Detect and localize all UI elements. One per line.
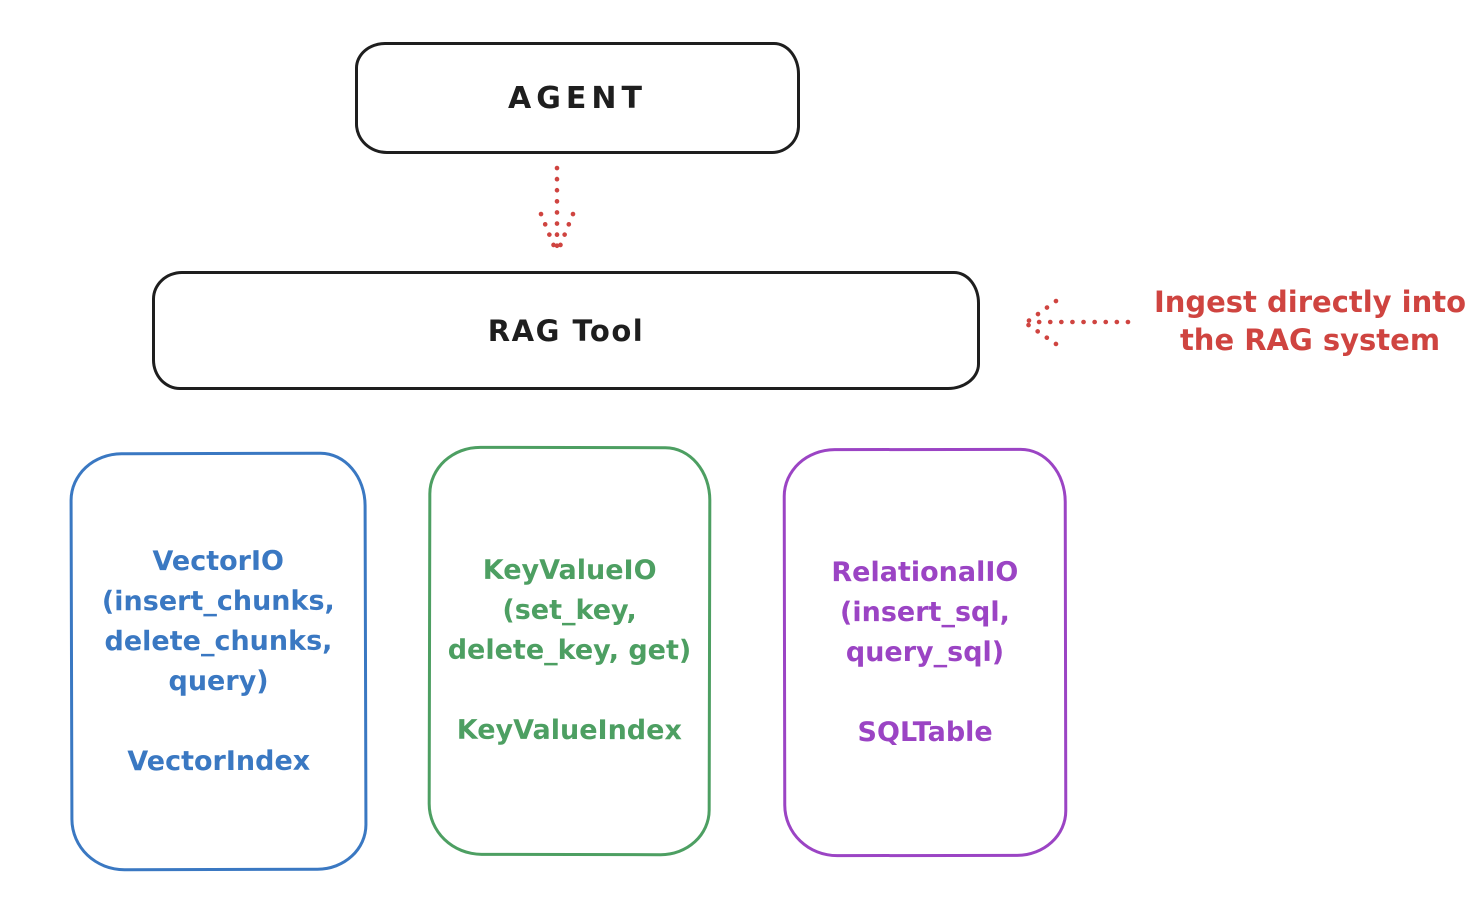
keyvalue-index-label: KeyValueIndex — [456, 714, 682, 747]
relational-io-param: query_sql) — [845, 636, 1005, 668]
rag-tool-box: RAG Tool — [152, 271, 980, 390]
relational-io-param: (insert_sql, — [839, 596, 1010, 628]
keyvalue-io-param: (set_key, — [502, 594, 637, 627]
ingest-annotation-line2: the RAG system — [1179, 323, 1441, 357]
keyvalue-io-title: KeyValueIO — [482, 554, 657, 587]
vector-io-param: delete_chunks, — [104, 625, 333, 657]
vector-io-param: query) — [168, 665, 269, 697]
ingest-annotation: Ingest directly into the RAG system — [1136, 283, 1484, 359]
vector-index-label: VectorIndex — [127, 745, 311, 777]
ingest-annotation-line1: Ingest directly into — [1153, 285, 1467, 319]
agent-box-label: AGENT — [508, 80, 647, 116]
agent-box: AGENT — [355, 42, 800, 154]
keyvalue-io-param: delete_key, get) — [447, 634, 692, 667]
keyvalue-io-box: KeyValueIO (set_key, delete_key, get) Ke… — [427, 445, 712, 857]
arrow-annotation-to-rag-tool — [1024, 298, 1131, 347]
relational-io-title: RelationalIO — [831, 556, 1019, 588]
relational-io-box: RelationalIO (insert_sql, query_sql) SQL… — [782, 447, 1068, 858]
vector-io-box: VectorIO (insert_chunks, delete_chunks, … — [69, 451, 368, 872]
vector-io-title: VectorIO — [152, 545, 285, 577]
vector-io-param: (insert_chunks, — [101, 585, 335, 617]
arrow-agent-to-rag-tool — [538, 165, 576, 254]
rag-tool-box-label: RAG Tool — [487, 313, 645, 348]
sql-table-label: SQLTable — [857, 716, 993, 748]
